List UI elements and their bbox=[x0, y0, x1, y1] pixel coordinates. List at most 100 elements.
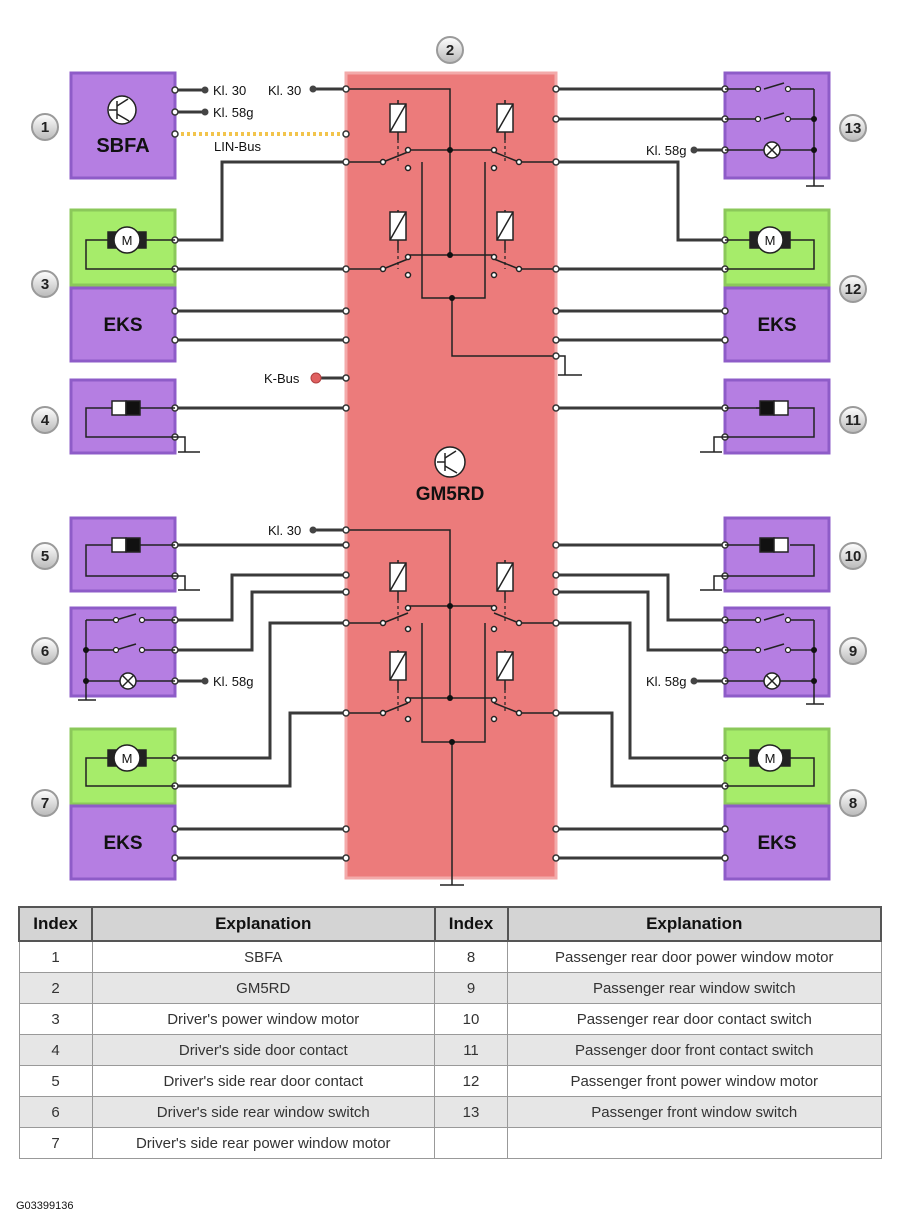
callout-7: 7 bbox=[41, 795, 49, 812]
eks-label-7: EKS bbox=[103, 833, 142, 854]
table-row: 4 Driver's side door contact 11 Passenge… bbox=[18, 1034, 882, 1066]
callout-10: 10 bbox=[845, 548, 862, 565]
cell-index: 10 bbox=[434, 1003, 508, 1035]
cell-explanation: Passenger rear door contact switch bbox=[507, 1003, 882, 1035]
cell-explanation: Driver's side door contact bbox=[91, 1034, 435, 1066]
wiring-diagram: SBFA GM5RD EKS EKS EKS EKS M M M M Kl. 3… bbox=[31, 36, 867, 886]
table-row: 5 Driver's side rear door contact 12 Pas… bbox=[18, 1065, 882, 1097]
kl58g-label-6: Kl. 58g bbox=[213, 674, 253, 689]
header-index-2: Index bbox=[433, 906, 509, 942]
cell-explanation: GM5RD bbox=[91, 972, 435, 1004]
switch-junctions bbox=[83, 116, 817, 684]
k-bus-dot bbox=[310, 372, 322, 384]
table-row: 1 SBFA 8 Passenger rear door power windo… bbox=[18, 940, 882, 973]
cell-explanation: Passenger door front contact switch bbox=[507, 1034, 882, 1066]
contact-switch-icons bbox=[111, 400, 789, 553]
cell-index: 4 bbox=[18, 1034, 93, 1066]
callout-13: 13 bbox=[845, 120, 862, 137]
kl30-label-top: Kl. 30 bbox=[268, 83, 301, 98]
wires bbox=[175, 87, 725, 860]
k-bus-label: K-Bus bbox=[264, 371, 300, 386]
terminal-dots bbox=[201, 85, 698, 685]
table-row: 2 GM5RD 9 Passenger rear window switch bbox=[18, 972, 882, 1004]
cell-explanation: Driver's power window motor bbox=[91, 1003, 435, 1035]
cell-index bbox=[434, 1127, 508, 1159]
cell-index: 9 bbox=[434, 972, 508, 1004]
cell-index: 8 bbox=[434, 940, 508, 973]
switch-pins bbox=[112, 85, 792, 654]
callout-2: 2 bbox=[446, 42, 454, 59]
eks-module-12 bbox=[723, 286, 831, 363]
motor-label-7: M bbox=[122, 751, 133, 766]
door-contact-5 bbox=[69, 516, 177, 593]
gm5rd-pins bbox=[342, 85, 560, 862]
kl30-label-sbfa: Kl. 30 bbox=[213, 83, 246, 98]
cell-explanation: Passenger front power window motor bbox=[507, 1065, 882, 1097]
door-contact-11 bbox=[723, 378, 831, 455]
header-explanation-1: Explanation bbox=[91, 906, 436, 942]
eks-label-12: EKS bbox=[757, 315, 796, 336]
eks-module-3 bbox=[69, 286, 177, 363]
table-row: 6 Driver's side rear window switch 13 Pa… bbox=[18, 1096, 882, 1128]
lamp-icons bbox=[119, 141, 781, 690]
window-switch-13 bbox=[723, 71, 831, 180]
cell-explanation: Passenger front window switch bbox=[507, 1096, 882, 1128]
callouts: 2 1 3 4 5 6 7 8 9 10 11 12 13 bbox=[31, 36, 867, 817]
junction-dots bbox=[447, 147, 455, 745]
legend-header-row: Index Explanation Index Explanation bbox=[18, 906, 882, 942]
lin-bus-label: LIN-Bus bbox=[214, 139, 261, 154]
gm5rd-transistor-icon bbox=[434, 446, 466, 478]
cell-index: 12 bbox=[434, 1065, 508, 1097]
relay-coils bbox=[389, 103, 514, 681]
motor-module-8 bbox=[723, 727, 831, 806]
header-explanation-2: Explanation bbox=[506, 906, 882, 942]
header-index-1: Index bbox=[18, 906, 93, 942]
eks-module-7 bbox=[69, 804, 177, 881]
cell-index: 11 bbox=[434, 1034, 508, 1066]
kl30-label-bottom: Kl. 30 bbox=[268, 523, 301, 538]
callout-11: 11 bbox=[845, 412, 861, 429]
relay-contacts bbox=[379, 146, 523, 723]
motor-icons bbox=[107, 226, 791, 772]
callout-8: 8 bbox=[849, 795, 857, 812]
kl58g-label-9: Kl. 58g bbox=[646, 674, 686, 689]
callout-12: 12 bbox=[845, 281, 862, 298]
kl58g-label-13: Kl. 58g bbox=[646, 143, 686, 158]
table-row: 7 Driver's side rear power window motor bbox=[18, 1127, 882, 1159]
cell-index: 6 bbox=[18, 1096, 93, 1128]
door-contact-4 bbox=[69, 378, 177, 455]
figure-id: G03399136 bbox=[16, 1200, 74, 1212]
motor-label-3: M bbox=[122, 233, 133, 248]
kl58g-label-sbfa: Kl. 58g bbox=[213, 105, 253, 120]
cell-index: 5 bbox=[18, 1065, 93, 1097]
table-row: 3 Driver's power window motor 10 Passeng… bbox=[18, 1003, 882, 1035]
cell-explanation bbox=[507, 1127, 882, 1159]
sbfa-module bbox=[69, 71, 177, 180]
callout-6: 6 bbox=[41, 643, 49, 660]
legend-table: Index Explanation Index Explanation 1 SB… bbox=[18, 906, 882, 1159]
cell-explanation: SBFA bbox=[91, 940, 435, 973]
cell-index: 13 bbox=[434, 1096, 508, 1128]
eks-module-8 bbox=[723, 804, 831, 881]
cell-index: 3 bbox=[18, 1003, 93, 1035]
callout-5: 5 bbox=[41, 548, 49, 565]
eks-label-8: EKS bbox=[757, 833, 796, 854]
cell-index: 7 bbox=[18, 1127, 93, 1159]
cell-explanation: Driver's side rear window switch bbox=[91, 1096, 435, 1128]
motor-label-8: M bbox=[765, 751, 776, 766]
callout-4: 4 bbox=[41, 412, 50, 429]
cell-explanation: Driver's side rear door contact bbox=[91, 1065, 435, 1097]
door-contact-10 bbox=[723, 516, 831, 593]
callout-3: 3 bbox=[41, 276, 49, 293]
relay-coupling bbox=[397, 140, 506, 713]
motor-label-12: M bbox=[765, 233, 776, 248]
cell-index: 1 bbox=[18, 940, 93, 973]
eks-label-3: EKS bbox=[103, 315, 142, 336]
cell-index: 2 bbox=[18, 972, 93, 1004]
callout-1: 1 bbox=[41, 119, 49, 136]
module-internals bbox=[78, 82, 824, 787]
cell-explanation: Passenger rear door power window motor bbox=[507, 940, 882, 973]
cell-explanation: Passenger rear window switch bbox=[507, 972, 882, 1004]
cell-explanation: Driver's side rear power window motor bbox=[91, 1127, 435, 1159]
gm5rd-label: GM5RD bbox=[416, 484, 485, 505]
